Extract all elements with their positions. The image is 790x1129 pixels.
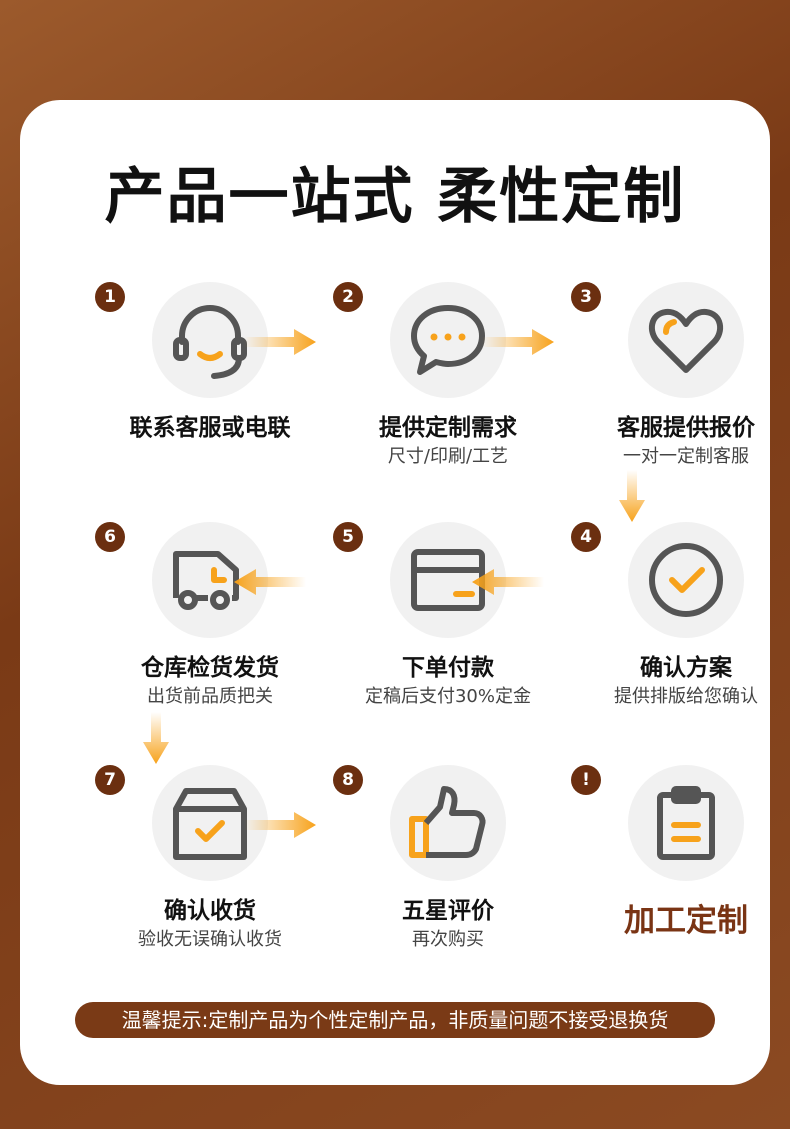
check-circle-icon bbox=[649, 543, 723, 617]
step-4-circle bbox=[628, 522, 744, 638]
arrow-right-1 bbox=[244, 329, 316, 355]
headset-icon bbox=[173, 305, 247, 379]
clipboard-icon bbox=[657, 786, 715, 860]
step-badge: 5 bbox=[333, 522, 363, 552]
truck-icon bbox=[173, 551, 239, 610]
arrow-right-2 bbox=[482, 329, 554, 355]
step-sub: 验收无误确认收货 bbox=[138, 929, 282, 950]
step-3-circle bbox=[628, 282, 744, 398]
step-badge: 2 bbox=[333, 282, 363, 312]
arrow-right-3 bbox=[244, 812, 316, 838]
step-label: 提供定制需求 bbox=[379, 415, 517, 441]
step-badge: 4 bbox=[571, 522, 601, 552]
step-label: 确认收货 bbox=[164, 898, 256, 924]
warm-tip-banner: 温馨提示:定制产品为个性定制产品，非质量问题不接受退换货 bbox=[75, 1002, 715, 1038]
step-sub: 再次购买 bbox=[412, 929, 484, 950]
arrow-down-2 bbox=[143, 712, 169, 764]
chat-icon bbox=[411, 305, 485, 375]
box-check-icon bbox=[173, 788, 247, 860]
step-badge: 8 bbox=[333, 765, 363, 795]
step-label: 联系客服或电联 bbox=[129, 415, 291, 441]
heart-icon bbox=[648, 308, 724, 373]
step-badge: ! bbox=[571, 765, 601, 795]
step-badge: 7 bbox=[95, 765, 125, 795]
step-badge: 6 bbox=[95, 522, 125, 552]
step-badge: 3 bbox=[571, 282, 601, 312]
thumbs-up-icon bbox=[409, 786, 486, 858]
step-8-circle bbox=[390, 765, 506, 881]
step-sub: 提供排版给您确认 bbox=[614, 686, 758, 707]
arrow-left-2 bbox=[234, 569, 306, 595]
step-label: 下单付款 bbox=[402, 655, 494, 681]
step-sub: 定稿后支付30%定金 bbox=[364, 686, 531, 707]
step-label: 确认方案 bbox=[640, 655, 732, 681]
step-sub: 一对一定制客服 bbox=[623, 446, 749, 467]
arrow-down-1 bbox=[619, 470, 645, 522]
step-sub: 出货前品质把关 bbox=[147, 686, 273, 707]
step-final-circle bbox=[628, 765, 744, 881]
final-label: 加工定制 bbox=[624, 903, 748, 939]
page-title: 产品一站式 柔性定制 bbox=[104, 162, 686, 232]
step-label: 客服提供报价 bbox=[617, 415, 755, 441]
step-label: 五星评价 bbox=[402, 898, 494, 924]
step-label: 仓库检货发货 bbox=[141, 655, 279, 681]
arrow-left-1 bbox=[472, 569, 544, 595]
step-sub: 尺寸/印刷/工艺 bbox=[387, 446, 509, 467]
step-badge: 1 bbox=[95, 282, 125, 312]
